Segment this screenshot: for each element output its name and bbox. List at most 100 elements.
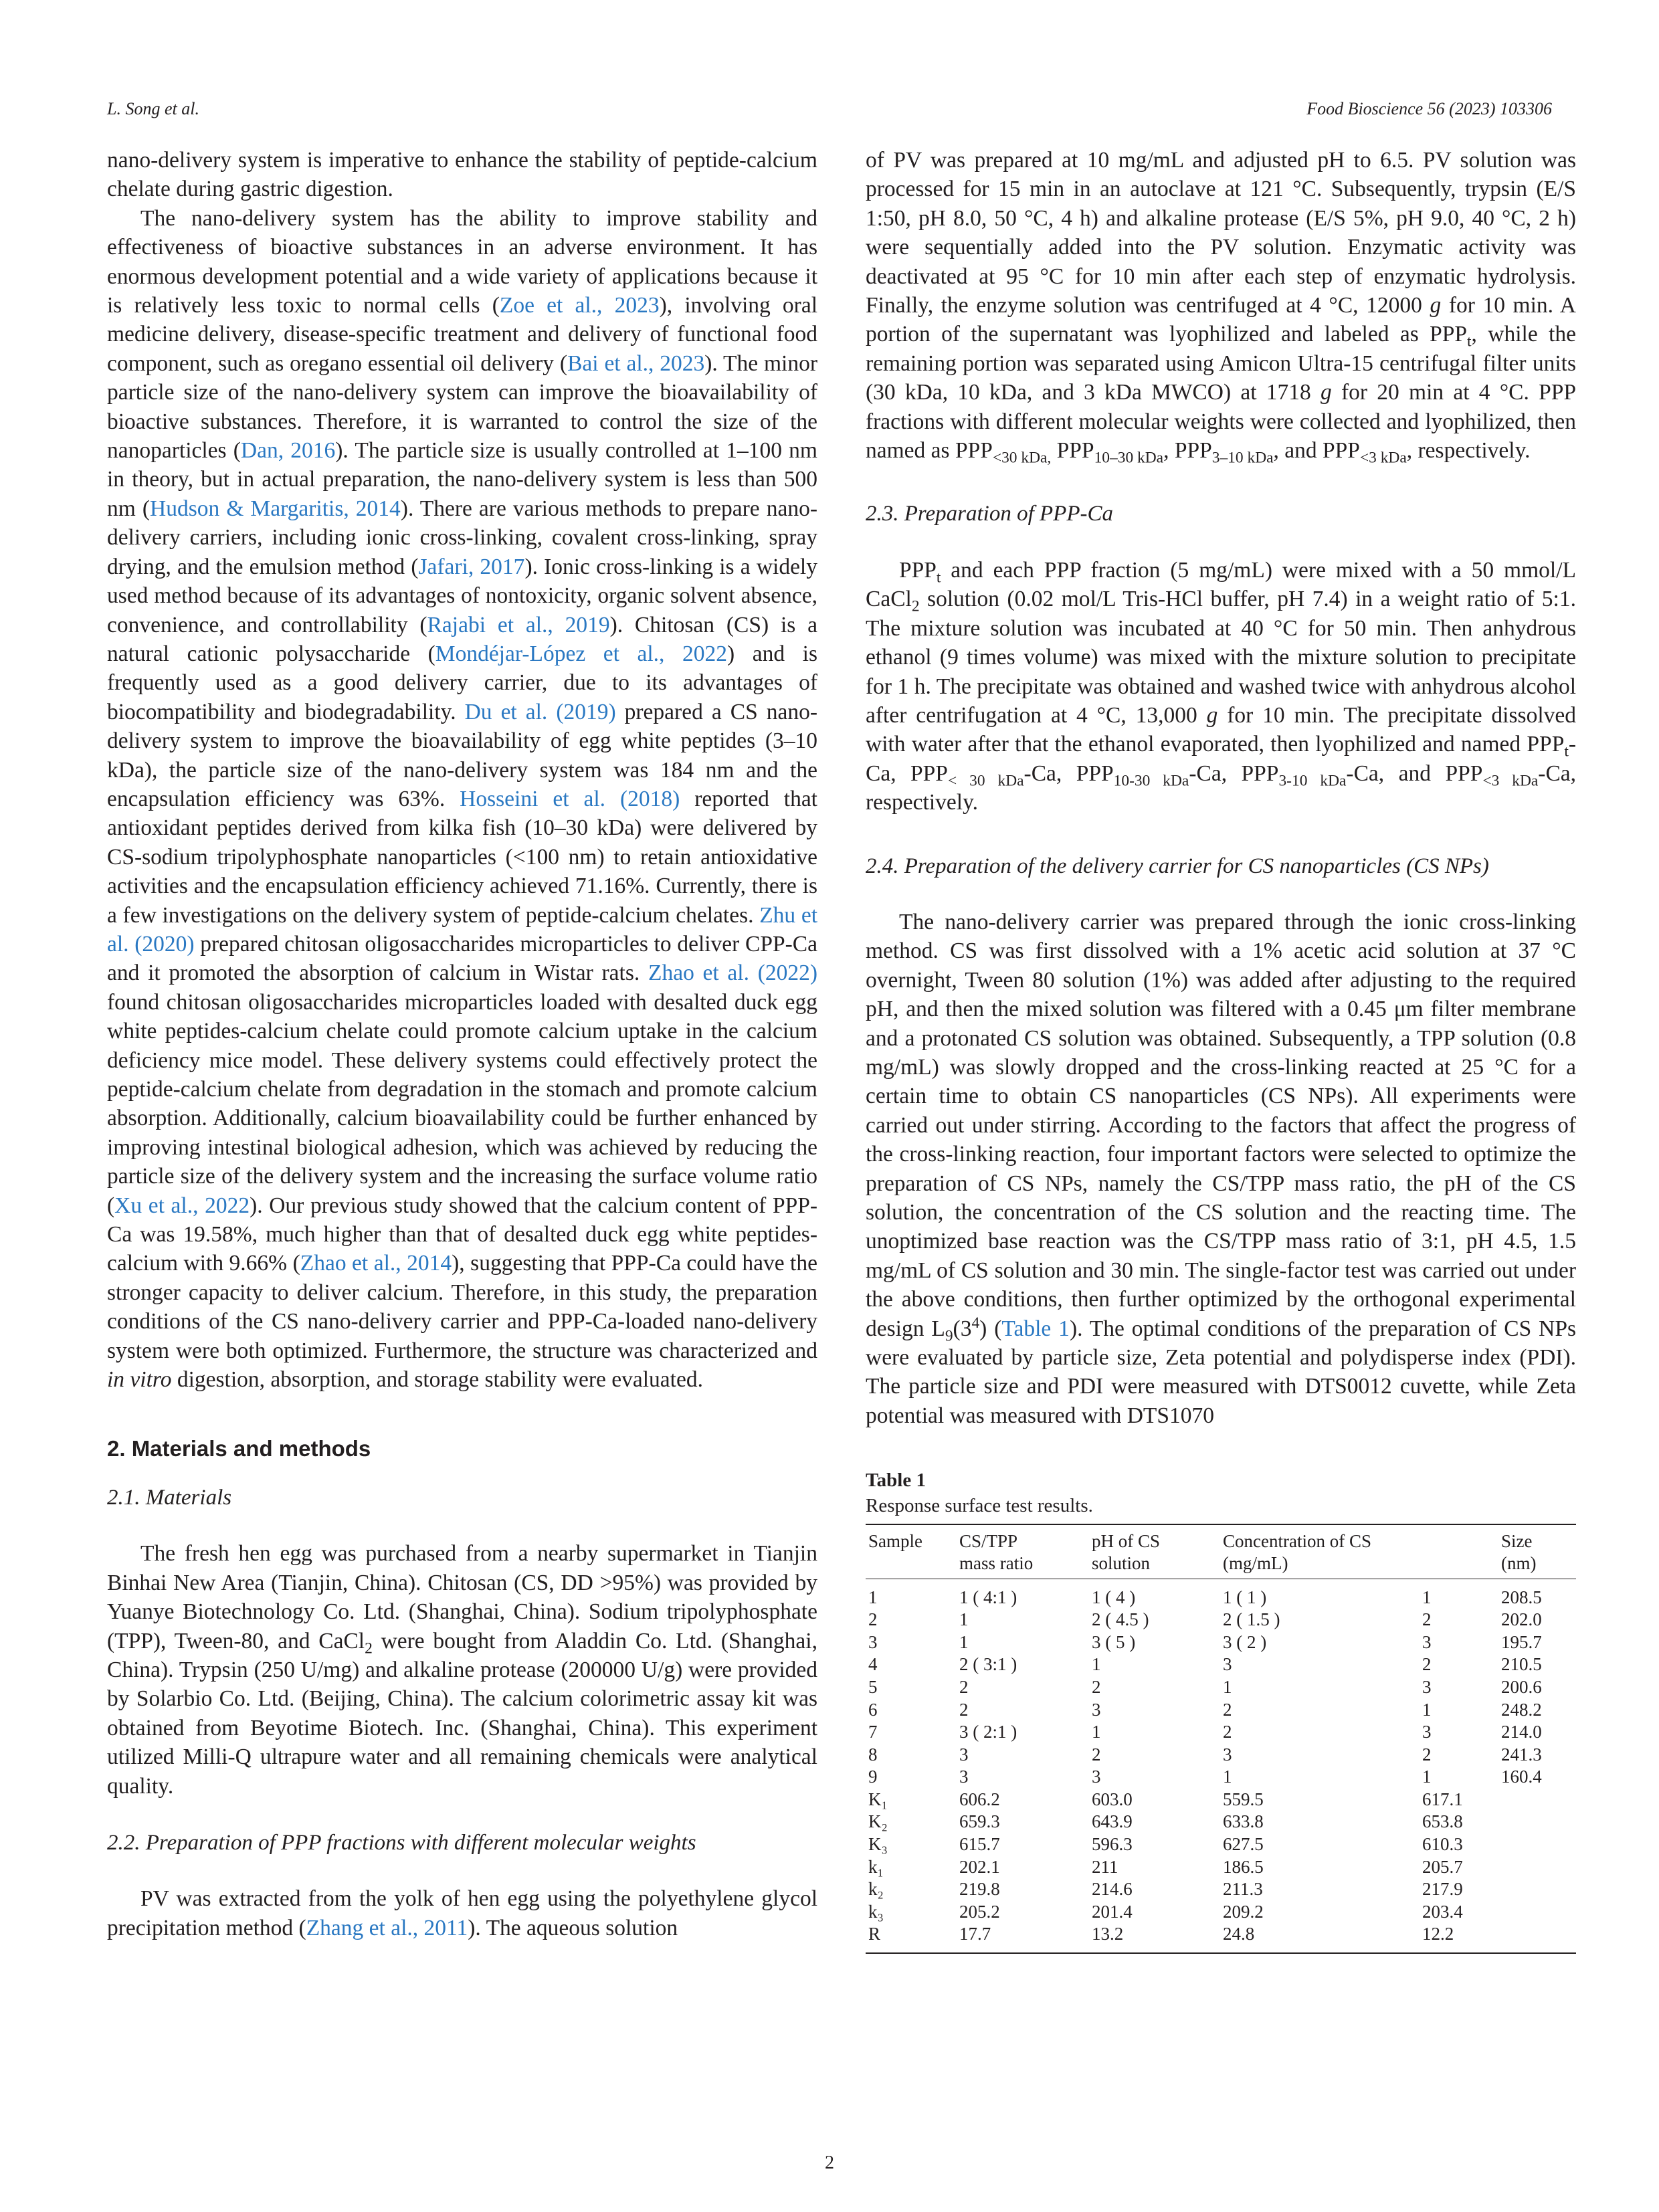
table-cell: 653.8 [1422, 1811, 1463, 1832]
subscript: 10-30 kDa [1113, 772, 1189, 790]
table-cell [1498, 1878, 1576, 1901]
table-cell: 217.9 [1422, 1879, 1463, 1900]
subscript: t [1564, 743, 1569, 761]
table-1-caption: Response surface test results. [866, 1495, 1093, 1517]
table-cell: 603.0 [1092, 1789, 1133, 1809]
table-cell: 1 [1092, 1654, 1101, 1675]
subscript: t [1467, 333, 1472, 351]
table-cell: 24.8 [1223, 1924, 1255, 1944]
table-cell: k₃ [868, 1901, 884, 1922]
citation-link[interactable]: Du et al. (2019) [464, 699, 616, 724]
table-cell: 6 [868, 1699, 878, 1720]
subscript: 10–30 kDa [1094, 449, 1164, 467]
table-cell: K₂ [868, 1811, 888, 1832]
table-cell: 4 [868, 1654, 878, 1675]
subscript: <3 kDa [1482, 772, 1539, 790]
table-cell: 2 [959, 1699, 969, 1720]
table-cell: K₁ [868, 1789, 888, 1809]
ppp-fractions-paragraph: PV was extracted from the yolk of hen eg… [107, 1886, 817, 1940]
table-cell: 3 [1422, 1722, 1432, 1742]
citation-link[interactable]: Hosseini et al. (2018) [460, 786, 680, 811]
table-cell: 214.6 [1092, 1879, 1133, 1900]
materials-paragraph: The fresh hen egg was purchased from a n… [107, 1541, 817, 1799]
citation-link[interactable]: Zhang et al., 2011 [306, 1915, 468, 1940]
table-cell: 241.3 [1501, 1744, 1542, 1765]
table-cell: 1 [1422, 1767, 1432, 1787]
table-cell: 202.1 [959, 1856, 1000, 1877]
citation-link[interactable]: Rajabi et al., 2019 [427, 612, 610, 637]
table-cell: 13.2 [1092, 1924, 1124, 1944]
table-cell: 3 ( 5 ) [1092, 1631, 1136, 1652]
table-cell: 3 [1223, 1654, 1232, 1675]
citation-link[interactable]: Xu et al., 2022 [114, 1193, 250, 1218]
table-cell: 195.7 [1501, 1631, 1542, 1652]
table-cell: 160.4 [1501, 1767, 1542, 1787]
table-cell: 1 ( 4 ) [1092, 1587, 1136, 1607]
citation-link[interactable]: Zhao et al. (2022) [648, 961, 818, 986]
table-cell: 615.7 [959, 1834, 1000, 1855]
table-cell: 2 [1092, 1744, 1101, 1765]
table-cell: 211.3 [1223, 1879, 1263, 1900]
table-header-cell [1420, 1524, 1498, 1579]
table-cell: 2 ( 1.5 ) [1223, 1609, 1280, 1630]
table-cell [1498, 1855, 1576, 1878]
subscript: < 30 kDa [947, 772, 1024, 790]
table-cell: 8 [868, 1744, 878, 1765]
subscript: 9 [945, 1327, 953, 1345]
citation-link[interactable]: Table 1 [1001, 1316, 1070, 1341]
citation-link[interactable]: Zoe et al., 2023 [499, 293, 660, 318]
subscript: 2 [911, 597, 920, 615]
citation-link[interactable]: Zhu et al. (2020) [107, 902, 818, 957]
cs-nps-paragraph: The nano-delivery carrier was prepared t… [866, 909, 1576, 1428]
table-cell: 186.5 [1223, 1856, 1264, 1877]
table-cell: 211 [1092, 1856, 1118, 1877]
table-cell: 203.4 [1422, 1901, 1463, 1922]
subscript: t [936, 569, 941, 587]
table-cell: k₂ [868, 1879, 884, 1900]
table-cell: 1 [1422, 1699, 1432, 1720]
table-cell [1498, 1833, 1576, 1856]
table-cell: 1 ( 1 ) [1223, 1587, 1267, 1607]
citation-link[interactable]: Hudson & Margaritis, 2014 [150, 496, 401, 521]
table-cell: 2 [959, 1676, 969, 1697]
subscript: 2 [365, 1639, 373, 1657]
table-cell: K₃ [868, 1834, 888, 1855]
table-cell: k₁ [868, 1856, 884, 1877]
table-cell: 9 [868, 1767, 878, 1787]
citation-link[interactable]: Jafari, 2017 [418, 554, 525, 579]
table-cell: 3 [959, 1767, 969, 1787]
table-cell: 596.3 [1092, 1834, 1133, 1855]
table-cell: 2 [1223, 1722, 1232, 1742]
citation-link[interactable]: Dan, 2016 [240, 438, 336, 464]
table-cell: 200.6 [1501, 1676, 1542, 1697]
table-cell: 5 [868, 1676, 878, 1697]
ppp-fractions-continued-paragraph: of PV was prepared at 10 mg/mL and adjus… [866, 148, 1576, 467]
table-cell: 209.2 [1223, 1901, 1264, 1922]
table-header-cell: Sample [868, 1531, 922, 1552]
table-cell: 3 [1092, 1767, 1101, 1787]
table-cell: 3 [959, 1744, 969, 1765]
table-cell [1498, 1811, 1576, 1833]
citation-link[interactable]: Mondéjar-López et al., 2022 [435, 641, 727, 666]
running-header-journal: Food Bioscience 56 (2023) 103306 [1306, 99, 1552, 118]
table-1: Table 1 Response surface test results. S… [866, 1468, 1576, 1954]
table-cell [1498, 1789, 1576, 1811]
italic-text: g [1206, 702, 1218, 728]
table-cell [1498, 1901, 1576, 1924]
citation-link[interactable]: Bai et al., 2023 [567, 350, 705, 376]
table-header-cell: Concentration of CS(mg/mL) [1223, 1531, 1371, 1574]
table-cell: 248.2 [1501, 1699, 1542, 1720]
citation-link[interactable]: Zhao et al., 2014 [300, 1251, 452, 1276]
table-cell: 1 [1092, 1722, 1101, 1742]
table-cell: 3 [1422, 1676, 1432, 1697]
